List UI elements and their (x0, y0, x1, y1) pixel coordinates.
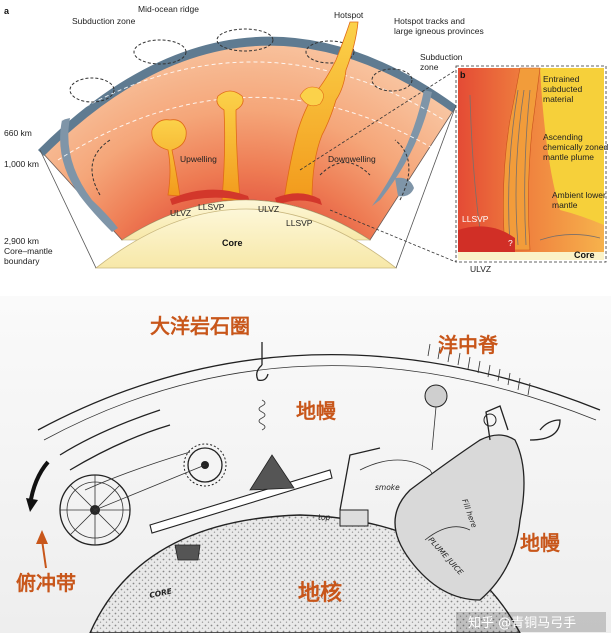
llsvp-right-patch (275, 193, 322, 205)
cartoon-panel: CORE (0, 296, 611, 633)
cartoon-plume-sack (394, 434, 525, 601)
plume-middle (216, 90, 244, 201)
watermark: 知乎 @青铜马弓手 (468, 615, 576, 631)
inset-label-entrained-3: material (543, 94, 573, 104)
wedge-edge-left (39, 149, 97, 269)
label-llsvp-left: LLSVP (198, 202, 225, 212)
lithosphere-arc (37, 354, 601, 431)
slab-right (372, 90, 432, 206)
panel-b: b Entrained subducted material Ascending… (455, 65, 608, 274)
inset-label-ambient-1: Ambient lower (552, 190, 606, 200)
label-ulvz-left: ULVZ (170, 208, 191, 218)
panel-a: a (4, 4, 484, 269)
cartoon-hook-spring (256, 342, 269, 431)
core-full (94, 208, 398, 269)
label-cmb-1: Core–mantle (4, 246, 53, 256)
cartoon-balloon (424, 384, 448, 451)
slab-left (60, 118, 118, 232)
label-mid-ocean-ridge: Mid-ocean ridge (138, 4, 199, 14)
label-subduction-right-1: Subduction (420, 52, 463, 62)
inset-label-llsvp: LLSVP (462, 214, 489, 224)
label-oceanic-lithosphere: 大洋岩石圈 (150, 314, 250, 338)
label-hotspot-tracks-2: large igneous provinces (394, 26, 484, 36)
inset-label-entrained-2: subducted (543, 84, 582, 94)
label-ulvz-mid: ULVZ (258, 204, 279, 214)
cartoon-pump (339, 447, 381, 511)
cartoon-handwritten-top: top (318, 513, 331, 522)
inset-label-entrained-1: Entrained (543, 74, 580, 84)
slab-blob (395, 177, 414, 197)
label-cartoon-core: 地核 (298, 580, 342, 606)
inset-label-ambient-2: mantle (552, 200, 578, 210)
inset-plume (503, 67, 541, 251)
label-cartoon-mid-ocean-ridge: 洋中脊 (438, 333, 499, 357)
label-depth-660: 660 km (4, 128, 32, 138)
label-depth-1000: 1,000 km (4, 159, 39, 169)
panel-a-letter: a (4, 6, 10, 16)
inset-label-ascending-3: mantle plume (543, 152, 594, 162)
plume-right (283, 21, 359, 201)
plume-left (151, 119, 187, 197)
ridge-teeth (427, 343, 531, 396)
inset-label-ulvz: ULVZ (470, 264, 491, 274)
label-subduction-right-2: zone (420, 62, 439, 72)
inset-label-core: Core (574, 250, 595, 260)
boundary-660 (49, 61, 445, 129)
inset-llsvp (458, 226, 515, 252)
label-cartoon-mantle-upper: 地幔 (296, 399, 337, 423)
label-subduction-zone-left: Subduction zone (72, 16, 136, 26)
inset-label-ascending-1: Ascending (543, 132, 583, 142)
inset-label-question: ? (508, 238, 513, 248)
label-core: Core (222, 238, 243, 248)
label-downwelling: Downwelling (328, 154, 376, 164)
zoom-lines (299, 69, 457, 263)
llsvp-left-patch (170, 189, 250, 205)
label-cartoon-mantle-right: 地幔 (520, 531, 561, 555)
label-hotspot-tracks: Hotspot tracks and (394, 16, 465, 26)
inset-core-strip (458, 252, 604, 260)
cartoon-handwritten-smoke: smoke (375, 483, 400, 492)
inset-streamlines (469, 89, 601, 246)
label-subduction-zone: 俯冲带 (16, 571, 76, 595)
panel-b-letter: b (460, 70, 466, 80)
boundary-1000 (57, 96, 437, 161)
label-upwelling: Upwelling (180, 154, 217, 164)
plume-right-head (299, 86, 324, 107)
subduction-leader-arrow (41, 539, 47, 569)
label-hotspot: Hotspot (334, 10, 364, 20)
label-depth-2900: 2,900 km (4, 236, 39, 246)
label-cmb-2: boundary (4, 256, 40, 266)
label-llsvp-mid: LLSVP (286, 218, 313, 228)
inset-label-ascending-2: chemically zoned (543, 142, 608, 152)
convection-arrows (69, 28, 413, 201)
